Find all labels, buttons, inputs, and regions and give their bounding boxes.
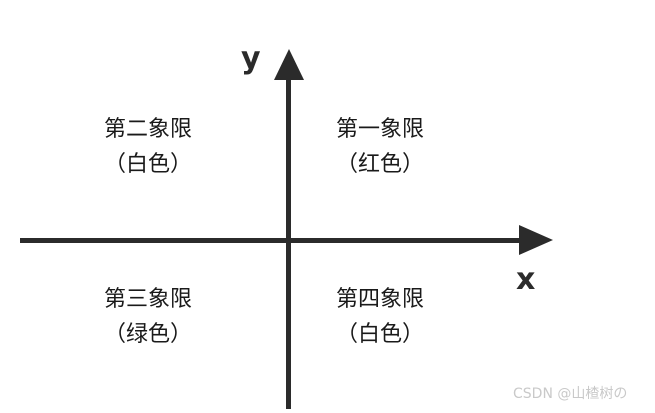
quadrant-2-name: 第二象限: [103, 117, 192, 142]
quadrant-2-color: （白色）: [103, 152, 192, 177]
quadrant-1-name: 第一象限: [335, 117, 424, 142]
quadrant-3-name: 第三象限: [103, 287, 192, 312]
y-axis-label: y: [241, 41, 261, 76]
x-axis-arrow-icon: [519, 225, 553, 255]
x-axis-line: [20, 238, 528, 243]
x-axis-label: x: [516, 262, 536, 297]
y-axis-arrow-icon: [274, 49, 304, 80]
quadrant-3-label: 第三象限 （绿色）: [48, 282, 248, 352]
quadrant-1-label: 第一象限 （红色）: [280, 112, 480, 182]
quadrant-1-color: （红色）: [335, 152, 424, 177]
quadrant-3-color: （绿色）: [103, 322, 192, 347]
quadrant-4-name: 第四象限: [335, 287, 424, 312]
quadrant-2-label: 第二象限 （白色）: [48, 112, 248, 182]
quadrant-4-label: 第四象限 （白色）: [280, 282, 480, 352]
quadrant-4-color: （白色）: [335, 322, 424, 347]
csdn-watermark: CSDN @山楂树の: [513, 386, 628, 402]
y-axis-line: [286, 72, 291, 409]
